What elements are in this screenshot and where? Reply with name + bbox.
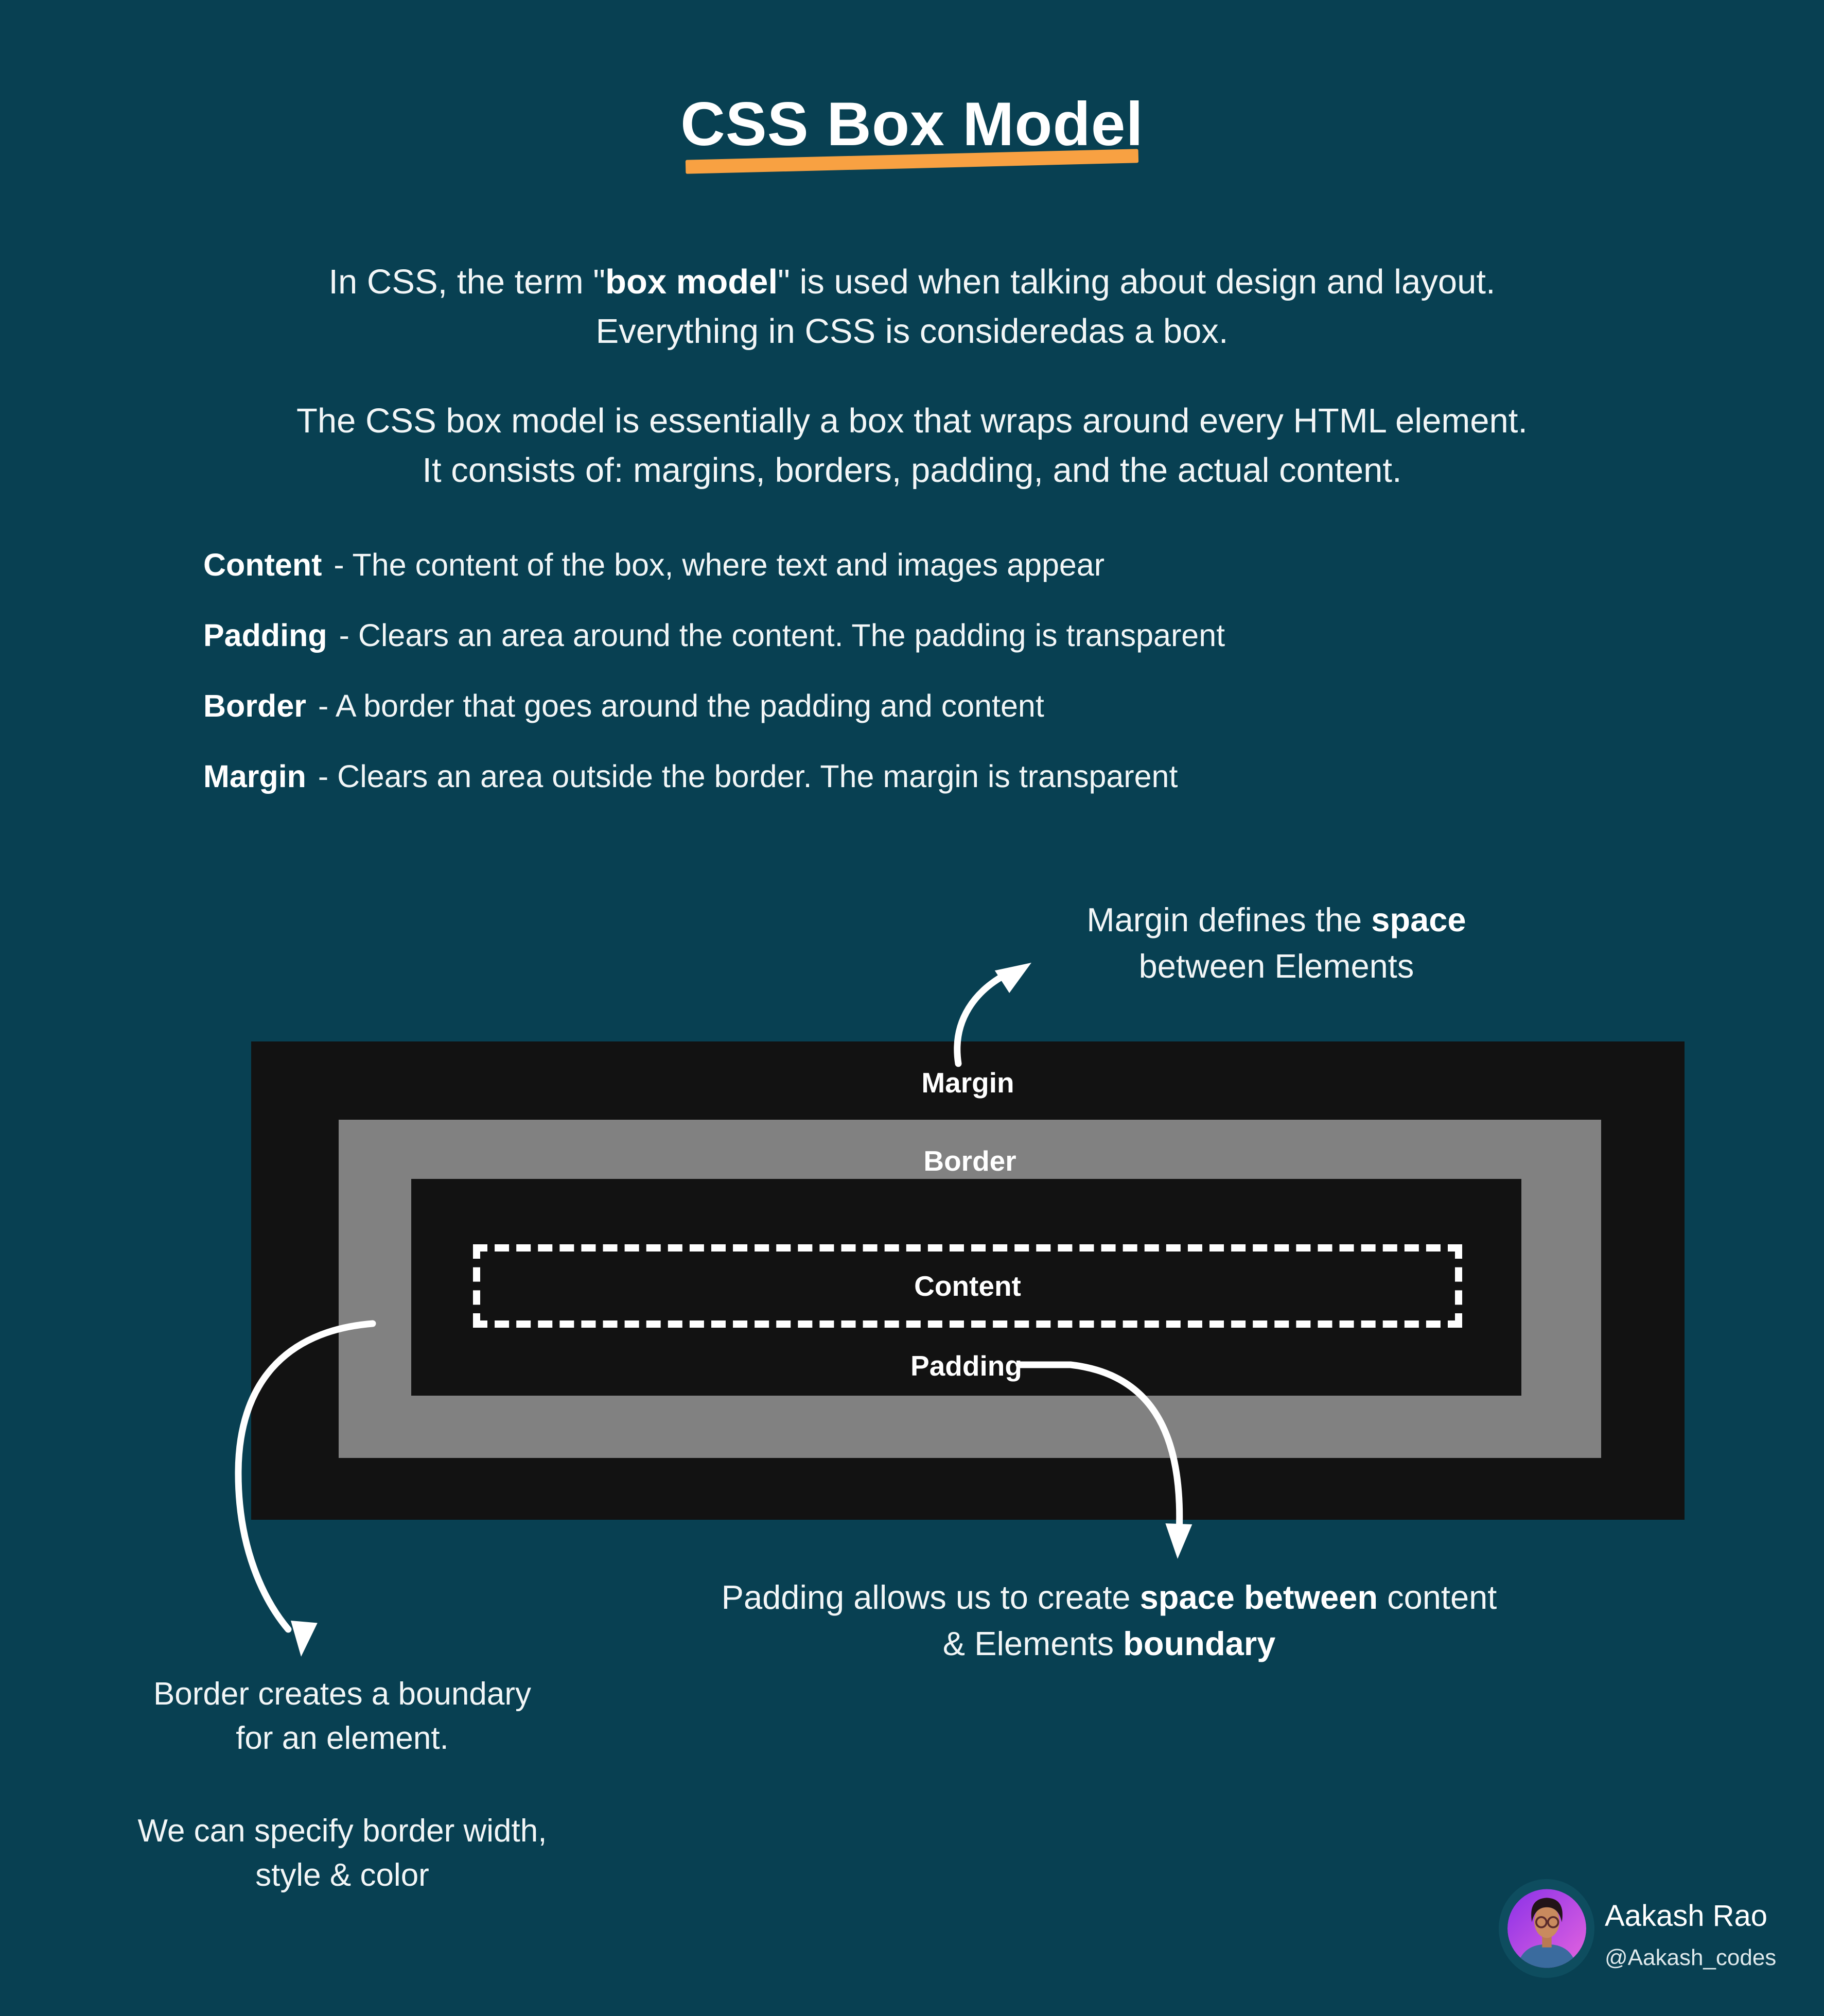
definition-content: Content - The content of the box, where … xyxy=(203,547,1696,583)
avatar xyxy=(1507,1889,1586,1968)
border-annotation-2: We can specify border width, style & col… xyxy=(137,1813,547,1893)
box-model-diagram: Margin Border Content Padding xyxy=(251,1041,1685,1520)
author-name: Aakash Rao xyxy=(1605,1899,1767,1933)
definition-border: Border - A border that goes around the p… xyxy=(203,688,1696,724)
intro-paragraph-1: In CSS, the term "box model" is used whe… xyxy=(0,257,1824,356)
intro-line-1: In CSS, the term "box model" is used whe… xyxy=(328,263,1496,301)
definition-term: Border xyxy=(203,688,306,723)
intro-line-4: It consists of: margins, borders, paddin… xyxy=(422,451,1402,490)
intro-paragraph-2: The CSS box model is essentially a box t… xyxy=(0,396,1824,495)
border-box: Border Content Padding xyxy=(339,1120,1601,1458)
padding-label: Padding xyxy=(910,1350,1022,1382)
intro-line-2: Everything in CSS is consideredas a box. xyxy=(595,312,1229,351)
definition-desc: - The content of the box, where text and… xyxy=(334,547,1105,582)
margin-label: Margin xyxy=(921,1067,1014,1099)
definition-term: Margin xyxy=(203,759,306,794)
definition-desc: - A border that goes around the padding … xyxy=(318,688,1044,723)
margin-annotation: Margin defines the space between Element… xyxy=(1086,901,1466,985)
border-annotation: Border creates a boundary for an element… xyxy=(153,1676,532,1756)
content-box: Content xyxy=(473,1244,1462,1328)
border-label: Border xyxy=(923,1145,1016,1177)
definition-term: Padding xyxy=(203,618,327,653)
definition-desc: - Clears an area around the content. The… xyxy=(339,618,1225,653)
page-title: CSS Box Model xyxy=(680,90,1144,159)
content-label: Content xyxy=(914,1270,1021,1302)
padding-annotation: Padding allows us to create space betwee… xyxy=(721,1578,1497,1662)
definition-margin: Margin - Clears an area outside the bord… xyxy=(203,758,1696,794)
padding-box: Content Padding xyxy=(411,1179,1521,1396)
definition-padding: Padding - Clears an area around the cont… xyxy=(203,617,1696,653)
definition-term: Content xyxy=(203,547,322,582)
definition-desc: - Clears an area outside the border. The… xyxy=(318,759,1178,794)
intro-line-3: The CSS box model is essentially a box t… xyxy=(296,402,1528,440)
author-handle: @Aakash_codes xyxy=(1605,1945,1777,1970)
